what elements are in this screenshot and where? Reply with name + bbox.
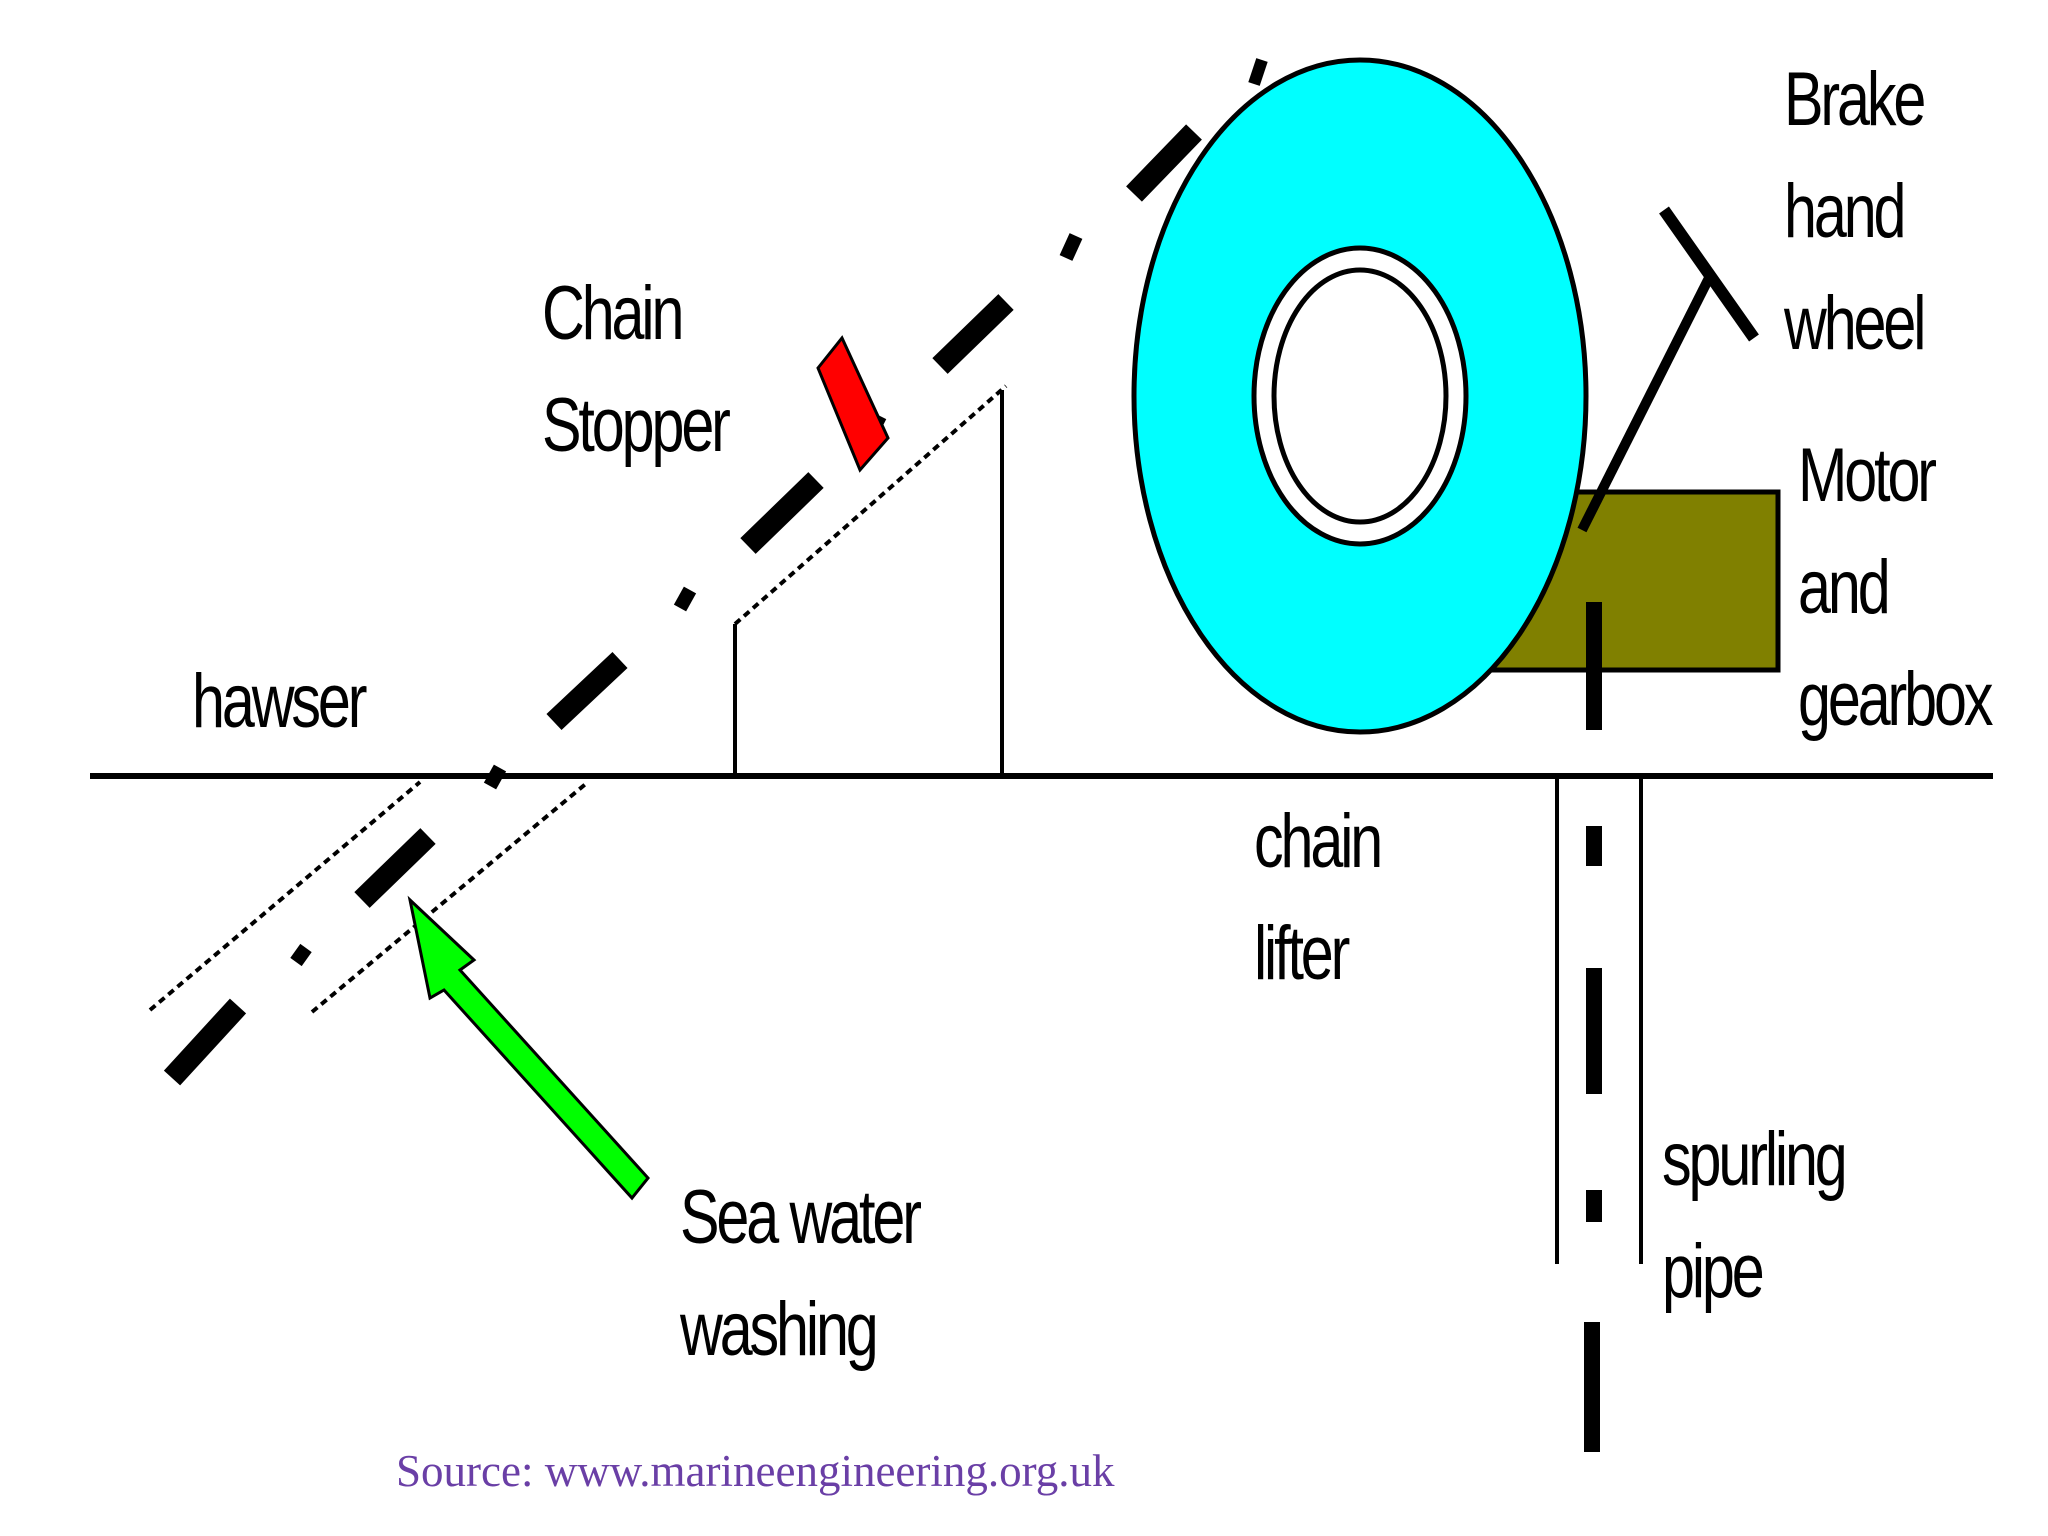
label-spurling-pipe: spurling pipe — [1662, 1117, 1848, 1314]
stopper-ramp — [733, 384, 1008, 774]
label-sea-water-washing: Sea water washing — [680, 1175, 922, 1372]
vertical-chain — [1584, 602, 1602, 1452]
hawser-pipe — [148, 780, 590, 1014]
chain-link — [546, 651, 628, 731]
chain-lifter-hub — [1251, 245, 1469, 547]
chain-link — [483, 764, 507, 790]
chain-link — [163, 998, 247, 1086]
chain-link — [673, 586, 697, 612]
spurling-pipe — [1555, 778, 1643, 1264]
chain-link — [1059, 233, 1083, 261]
chain-link — [932, 294, 1014, 374]
label-hawser: hawser — [192, 659, 368, 744]
chain-link — [290, 943, 312, 967]
chain-lifter-hub-inner — [1271, 267, 1449, 525]
chain — [163, 58, 1268, 1086]
label-chain-stopper: Chain Stopper — [542, 271, 731, 468]
chain-link — [1248, 58, 1268, 86]
chain-link — [740, 472, 824, 554]
chain-stopper — [816, 335, 890, 473]
wash-arrow — [407, 895, 650, 1201]
label-chain-lifter: chain lifter — [1254, 799, 1383, 996]
chain-link — [1126, 124, 1202, 202]
label-brake-hand-wheel: Brake hand wheel — [1784, 57, 1926, 366]
label-motor-gearbox: Motor and gearbox — [1798, 433, 1994, 742]
chain-link — [354, 828, 436, 908]
brake-hand-wheel — [1577, 206, 1759, 533]
source-credit: Source: www.marineengineering.org.uk — [396, 1446, 1115, 1496]
